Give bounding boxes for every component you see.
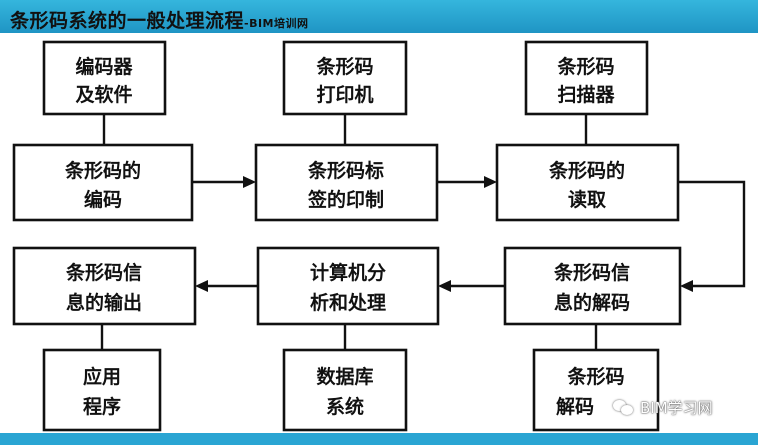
watermark: BIM学习网: [613, 395, 713, 419]
arrow-label-to-reading: [437, 176, 497, 188]
arrow-analysis-to-output: [195, 280, 258, 292]
box-database: 数据库 系统: [282, 348, 408, 432]
box-application-line2: 程序: [83, 395, 121, 418]
box-printer-line2: 打印机: [316, 83, 373, 106]
box-encoder-software: 编码器 及软件: [42, 40, 167, 116]
box-scanner-line1: 条形码: [557, 55, 614, 78]
box-database-line2: 系统: [326, 395, 364, 418]
box-decoding-line1: 条形码信: [554, 261, 630, 284]
box-analysis-line2: 析和处理: [310, 291, 386, 314]
box-info-output-line1: 条形码信: [66, 261, 142, 284]
box-label-printing-line1: 条形码标: [308, 159, 384, 182]
header-bar: 条形码系统的一般处理流程-BIM培训网: [0, 0, 758, 33]
box-scanner: 条形码 扫描器: [524, 40, 649, 116]
footer-bar: [0, 433, 758, 445]
box-encoder-software-line1: 编码器: [75, 55, 133, 78]
box-reading-line1: 条形码的: [549, 159, 625, 182]
box-reading: 条形码的 读取: [495, 143, 680, 222]
watermark-text: BIM学习网: [640, 398, 713, 417]
box-decoder-line1: 条形码: [567, 365, 624, 388]
page-subtitle: -BIM培训网: [244, 17, 309, 30]
box-printer: 条形码 打印机: [282, 40, 408, 116]
box-encoding-line2: 编码: [84, 188, 122, 211]
page-title: 条形码系统的一般处理流程-BIM培训网: [10, 10, 309, 32]
box-application-line1: 应用: [83, 365, 121, 388]
box-encoder-software-line2: 及软件: [75, 83, 132, 106]
box-analysis-line1: 计算机分: [310, 261, 386, 284]
arrow-decoding-to-analysis: [438, 280, 505, 292]
box-database-line1: 数据库: [316, 365, 373, 388]
box-analysis: 计算机分 析和处理: [256, 246, 440, 326]
box-decoding-line2: 息的解码: [554, 291, 630, 314]
box-printer-line1: 条形码: [316, 55, 373, 78]
box-reading-line2: 读取: [568, 188, 606, 211]
box-decoder-line2: 解码: [556, 395, 594, 418]
box-info-output: 条形码信 息的输出: [12, 246, 197, 326]
box-encoding: 条形码的 编码: [12, 143, 194, 222]
box-decoder: 条形码 解码: [532, 348, 660, 432]
box-scanner-line2: 扫描器: [557, 83, 615, 106]
box-application: 应用 程序: [42, 348, 162, 432]
wechat-icon: [613, 398, 635, 416]
box-info-output-line2: 息的输出: [66, 291, 142, 314]
box-label-printing-line2: 签的印制: [307, 188, 384, 211]
arrow-encoding-to-label: [192, 176, 256, 188]
box-label-printing: 条形码标 签的印制: [254, 143, 439, 222]
box-decoding: 条形码信 息的解码: [503, 246, 682, 326]
box-encoding-line1: 条形码的: [65, 159, 141, 182]
arrow-reading-to-decoding: [678, 180, 746, 292]
